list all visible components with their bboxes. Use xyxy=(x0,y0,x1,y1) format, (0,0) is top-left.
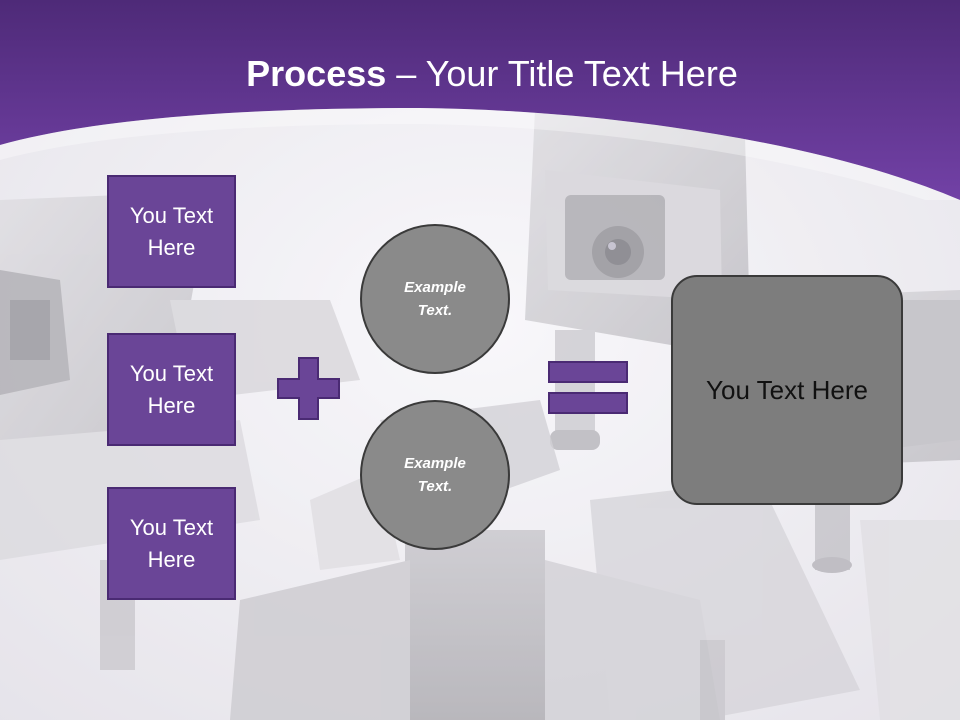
left-box-1[interactable]: You Text Here xyxy=(107,175,236,288)
example-circle-2[interactable]: Example Text. xyxy=(360,400,510,550)
example-circle-1[interactable]: Example Text. xyxy=(360,224,510,374)
result-box[interactable]: You Text Here xyxy=(671,275,903,505)
left-box-3-label: You Text Here xyxy=(129,514,214,572)
page-title: Process – Your Title Text Here xyxy=(0,52,960,96)
result-box-label: You Text Here xyxy=(706,374,868,405)
example-circle-2-label: Example Text. xyxy=(404,455,466,495)
equals-icon xyxy=(548,361,628,414)
title-text: Your Title Text Here xyxy=(425,53,738,94)
title-separator: – xyxy=(396,53,417,94)
left-box-1-label: You Text Here xyxy=(129,202,214,260)
left-box-2[interactable]: You Text Here xyxy=(107,333,236,446)
title-bold: Process xyxy=(246,53,387,94)
header-band xyxy=(0,0,960,200)
plus-icon xyxy=(277,357,340,420)
left-box-3[interactable]: You Text Here xyxy=(107,487,236,600)
example-circle-1-label: Example Text. xyxy=(404,279,466,319)
left-box-2-label: You Text Here xyxy=(129,360,214,418)
